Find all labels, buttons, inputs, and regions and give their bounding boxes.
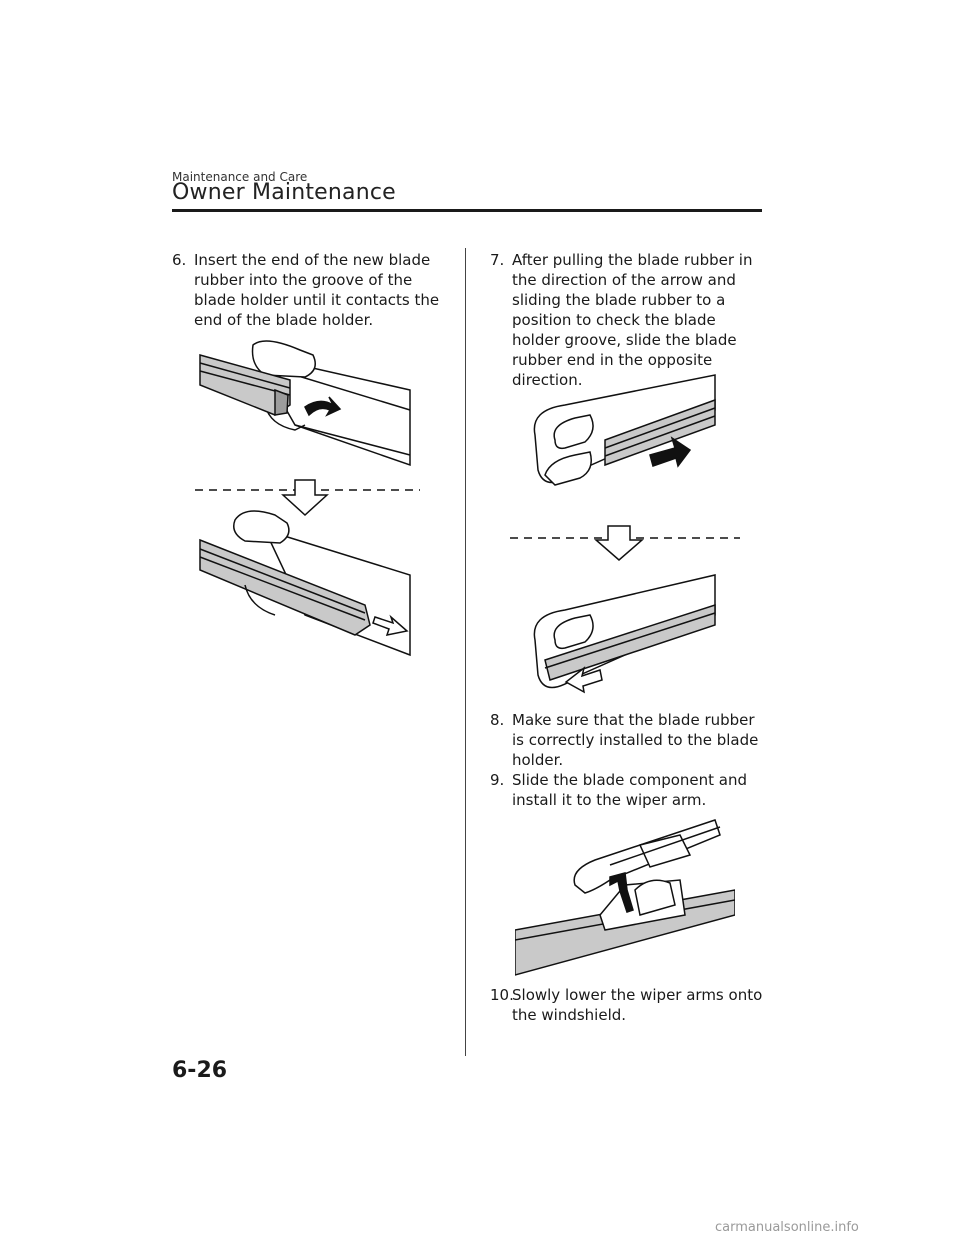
- step-7: 7. After pulling the blade rubber in the…: [490, 250, 765, 390]
- step-number: 9.: [490, 771, 505, 789]
- step-text: Make sure that the blade rubber is corre…: [512, 711, 759, 769]
- step-6: 6. Insert the end of the new blade rubbe…: [172, 250, 447, 330]
- step-8: 8. Make sure that the blade rubber is co…: [490, 710, 765, 770]
- step-text: Slowly lower the wiper arms onto the win…: [512, 986, 763, 1024]
- page-title: Owner Maintenance: [172, 180, 396, 205]
- step-number: 8.: [490, 711, 505, 729]
- page-number: 6-26: [172, 1058, 228, 1083]
- step-number: 10.: [490, 986, 514, 1004]
- step-10: 10. Slowly lower the wiper arms onto the…: [490, 985, 765, 1025]
- step-text: Insert the end of the new blade rubber i…: [194, 251, 440, 329]
- step-9: 9. Slide the blade component and install…: [490, 770, 765, 810]
- section-label: Maintenance and Care: [172, 170, 308, 184]
- column-divider: [465, 248, 466, 1056]
- site-watermark: carmanualsonline.info: [715, 1220, 859, 1235]
- blade-rubber-slide-illustration: [510, 374, 740, 694]
- step-text: Slide the blade component and install it…: [512, 771, 748, 809]
- step-number: 7.: [490, 251, 505, 269]
- title-rule: [172, 209, 762, 212]
- blade-rubber-insert-illustration: [195, 340, 420, 657]
- step-number: 6.: [172, 251, 187, 269]
- step-text: After pulling the blade rubber in the di…: [512, 251, 753, 389]
- wiper-arm-install-illustration: [515, 819, 735, 976]
